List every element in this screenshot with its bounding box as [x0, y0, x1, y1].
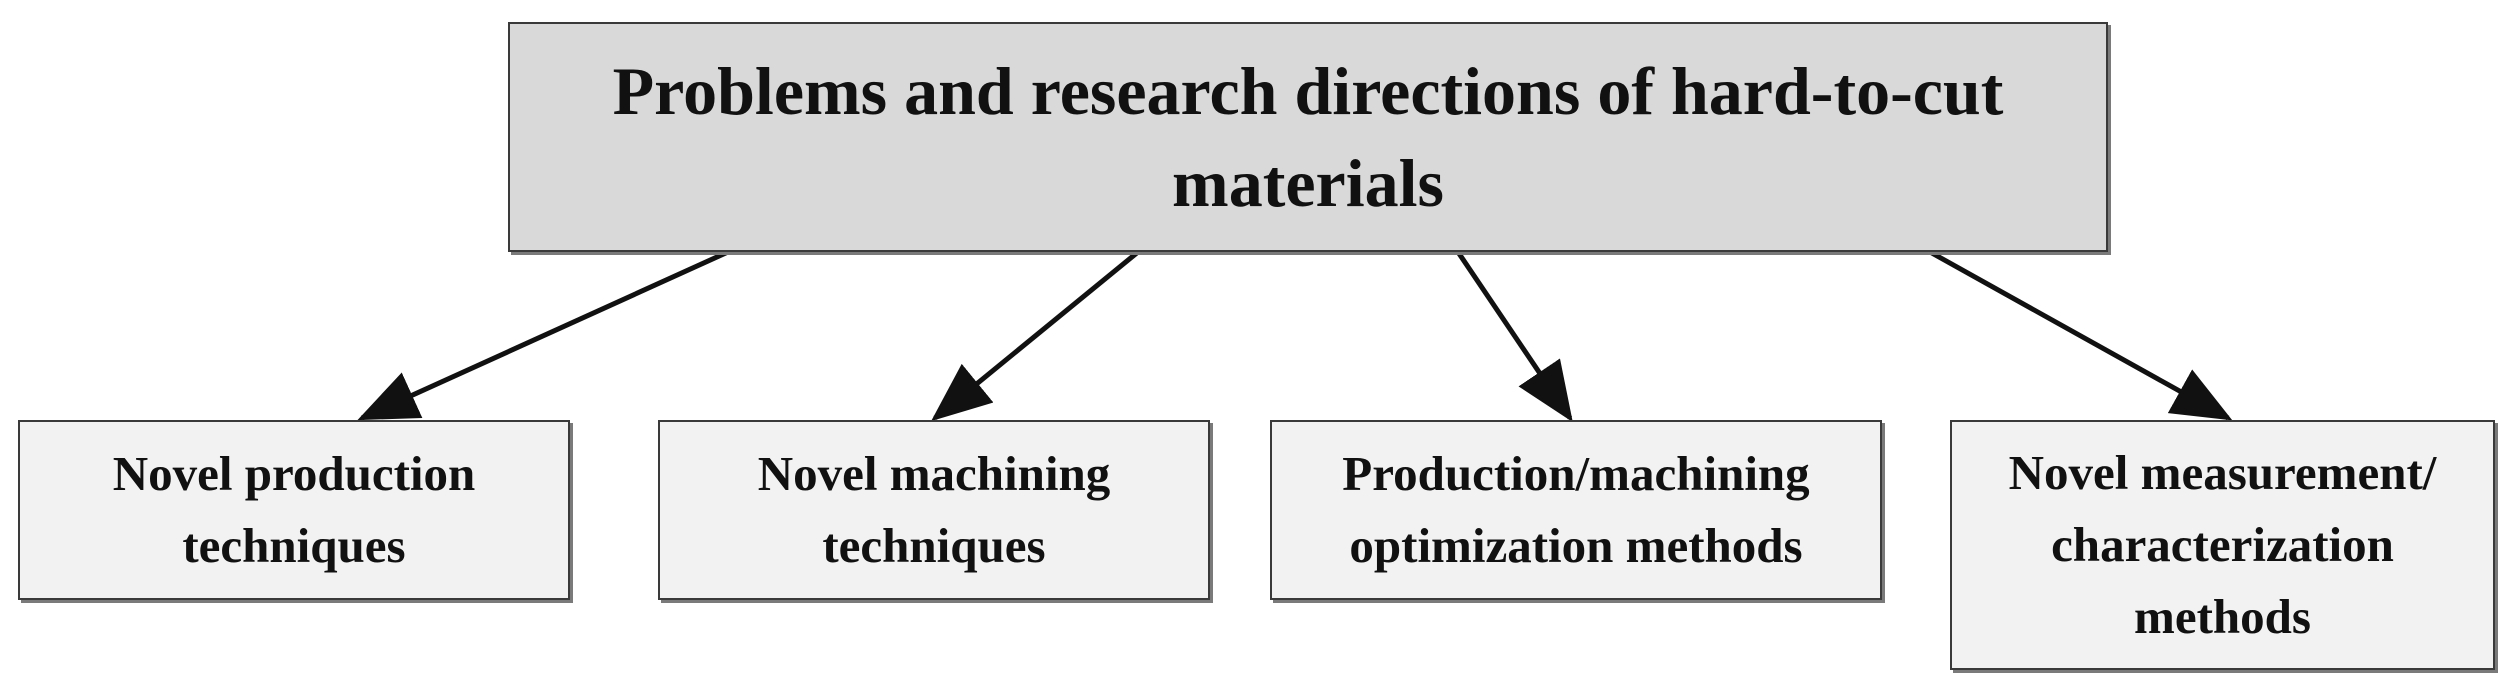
arrow-to-optimization-methods — [1455, 250, 1573, 423]
node-novel-machining-techniques: Novel machining techniques — [658, 420, 1210, 600]
node-label: Novel measurement/ characterization meth… — [2008, 445, 2437, 644]
root-node: Problems and research directions of hard… — [508, 22, 2108, 252]
arrow-to-measurement-characterization-methods — [1928, 249, 2233, 421]
node-measurement-characterization-methods: Novel measurement/ characterization meth… — [1950, 420, 2495, 670]
arrow-to-novel-machining-techniques — [931, 250, 1140, 422]
node-optimization-methods: Production/machining optimization method… — [1270, 420, 1882, 600]
arrow-to-novel-production-techniques — [357, 249, 730, 421]
node-label: Production/machining optimization method… — [1342, 446, 1810, 573]
node-label: Novel production techniques — [112, 446, 476, 573]
node-label: Novel machining techniques — [757, 446, 1111, 573]
node-novel-production-techniques: Novel production techniques — [18, 420, 570, 600]
root-node-label: Problems and research directions of hard… — [612, 53, 2004, 221]
